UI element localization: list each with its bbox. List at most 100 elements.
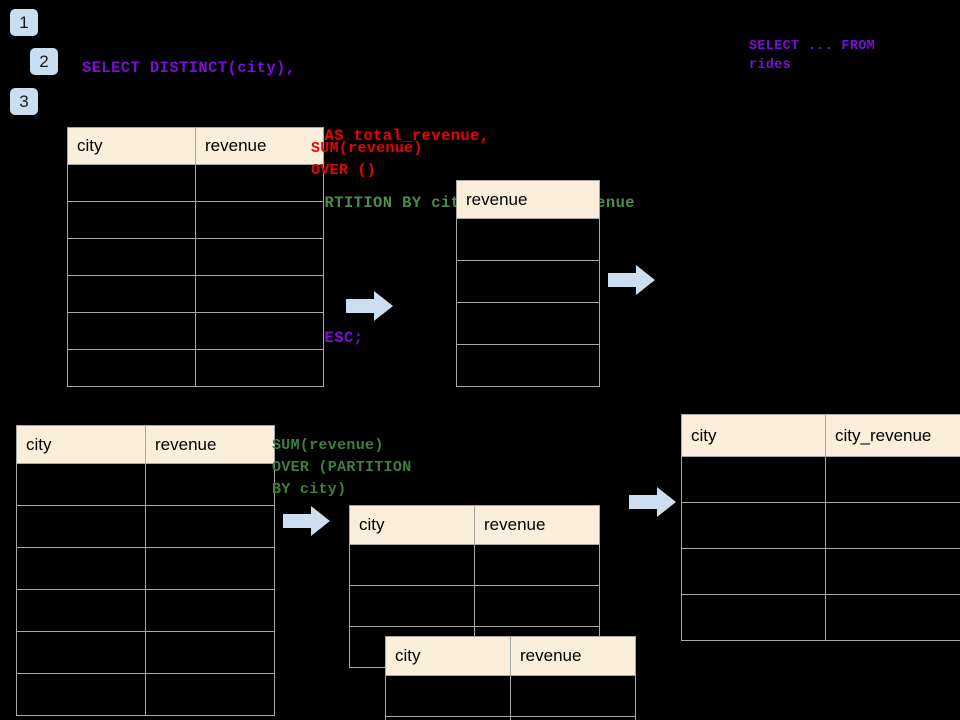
column-header-city: city xyxy=(67,127,196,165)
cell xyxy=(16,463,146,506)
table-row xyxy=(681,548,960,595)
cell xyxy=(67,312,196,350)
column-header-city-revenue: city_revenue xyxy=(825,414,960,457)
cell xyxy=(510,675,636,717)
cell xyxy=(67,238,196,276)
cell xyxy=(16,589,146,632)
cell xyxy=(474,585,600,627)
table-row xyxy=(16,463,275,506)
annotation-sum-over-empty: SUM(revenue) OVER () xyxy=(311,140,423,179)
cell xyxy=(145,589,275,632)
table-row xyxy=(681,456,960,503)
cell xyxy=(145,505,275,548)
cell xyxy=(456,260,600,303)
table-total-revenue: revenue xyxy=(456,180,600,387)
table-header-row: city city_revenue xyxy=(681,414,960,457)
cell xyxy=(195,349,324,387)
table-partition-b: city revenue xyxy=(385,636,636,720)
cell xyxy=(195,312,324,350)
annotation-select-from: SELECT ... FROM rides xyxy=(749,39,876,73)
cell xyxy=(67,201,196,239)
table-body xyxy=(16,463,275,716)
cell xyxy=(145,547,275,590)
table-body xyxy=(385,675,636,720)
cell xyxy=(195,164,324,202)
column-header-revenue: revenue xyxy=(145,425,275,464)
table-result: city city_revenue xyxy=(681,414,960,641)
table-body xyxy=(681,456,960,641)
table-source-bottom: city revenue xyxy=(16,425,275,716)
column-header-city: city xyxy=(681,414,826,457)
cell xyxy=(681,502,826,549)
column-header-revenue: revenue xyxy=(510,636,636,676)
table-row xyxy=(349,544,600,586)
cell xyxy=(825,594,960,641)
table-row xyxy=(349,585,600,627)
sql-line-1: SELECT DISTINCT(city), xyxy=(82,59,296,77)
table-body xyxy=(456,218,600,387)
cell xyxy=(16,631,146,674)
step-badge-1-label: 1 xyxy=(19,13,29,32)
column-header-city: city xyxy=(16,425,146,464)
table-row xyxy=(67,201,324,239)
cell xyxy=(349,544,475,586)
table-row xyxy=(16,589,275,632)
cell xyxy=(456,344,600,387)
column-header-revenue: revenue xyxy=(474,505,600,545)
cell xyxy=(195,275,324,313)
cell xyxy=(67,164,196,202)
column-header-revenue: revenue xyxy=(195,127,324,165)
cell xyxy=(456,218,600,261)
cell xyxy=(474,544,600,586)
table-row xyxy=(67,349,324,387)
annotation-sum-over-partition: SUM(revenue) OVER (PARTITION BY city) xyxy=(272,437,412,498)
cell xyxy=(825,502,960,549)
table-header-row: revenue xyxy=(456,180,600,219)
table-row xyxy=(456,302,600,345)
cell xyxy=(145,631,275,674)
step-badge-1[interactable]: 1 xyxy=(10,9,38,36)
table-row xyxy=(385,716,636,720)
table-partition-a: city revenue xyxy=(349,505,600,668)
table-row xyxy=(681,594,960,641)
cell xyxy=(681,548,826,595)
cell xyxy=(385,716,511,720)
step-badge-3[interactable]: 3 xyxy=(10,88,38,115)
table-row xyxy=(681,502,960,549)
cell xyxy=(385,675,511,717)
cell xyxy=(145,463,275,506)
step-badge-2[interactable]: 2 xyxy=(30,48,58,75)
cell xyxy=(825,456,960,503)
table-source-top: city revenue xyxy=(67,127,324,387)
table-row xyxy=(67,312,324,350)
column-header-revenue: revenue xyxy=(456,180,600,219)
cell xyxy=(681,594,826,641)
cell xyxy=(67,275,196,313)
table-row xyxy=(16,505,275,548)
cell xyxy=(681,456,826,503)
arrow-source-to-partition xyxy=(283,506,330,536)
table-row xyxy=(456,344,600,387)
table-row xyxy=(67,164,324,202)
step-badge-2-label: 2 xyxy=(39,52,49,71)
cell xyxy=(195,201,324,239)
arrow-total-to-result xyxy=(608,265,655,295)
table-header-row: city revenue xyxy=(67,127,324,165)
arrow-source-to-total xyxy=(346,291,393,321)
column-header-city: city xyxy=(349,505,475,545)
cell xyxy=(145,673,275,716)
table-row xyxy=(16,673,275,716)
table-row xyxy=(456,260,600,303)
column-header-city: city xyxy=(385,636,511,676)
cell xyxy=(456,302,600,345)
table-row xyxy=(16,631,275,674)
arrow-partition-to-result xyxy=(629,487,676,517)
cell xyxy=(16,547,146,590)
table-body xyxy=(67,164,324,387)
table-header-row: city revenue xyxy=(349,505,600,545)
cell xyxy=(16,505,146,548)
table-header-row: city revenue xyxy=(385,636,636,676)
step-badge-3-label: 3 xyxy=(19,92,29,111)
cell xyxy=(16,673,146,716)
